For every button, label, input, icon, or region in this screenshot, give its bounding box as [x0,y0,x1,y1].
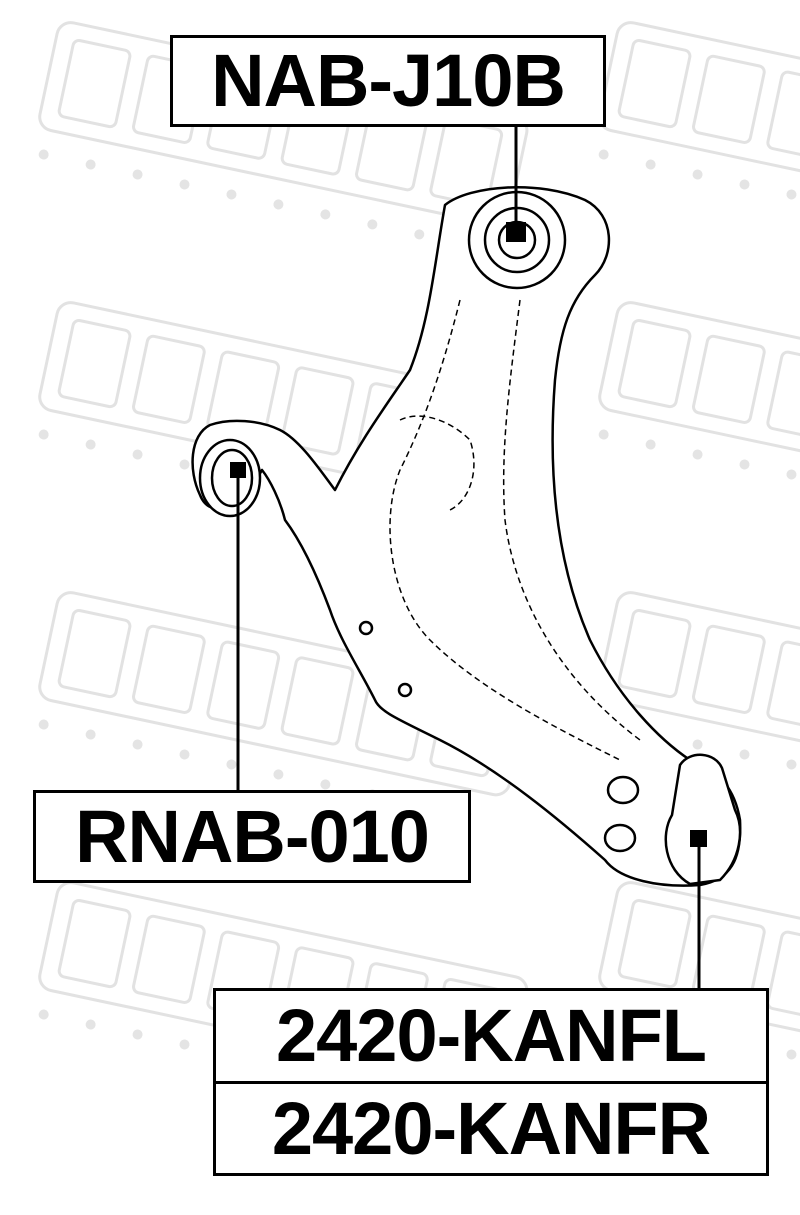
ball-joint [664,753,742,886]
control-arm-outline [191,186,742,887]
marker-bottom [690,830,707,847]
part-label-nab-j10b: NAB-J10B [170,35,606,127]
watermark-logo [598,21,800,227]
watermark-logo [598,591,800,797]
part-label-rnab-010: RNAB-010 [33,790,471,883]
watermark-logo [598,301,800,507]
marker-left [230,462,246,478]
part-label-2420-kanfl: 2420-KANFL [213,988,769,1084]
marker-top [506,222,526,242]
part-label-2420-kanfr: 2420-KANFR [213,1081,769,1176]
